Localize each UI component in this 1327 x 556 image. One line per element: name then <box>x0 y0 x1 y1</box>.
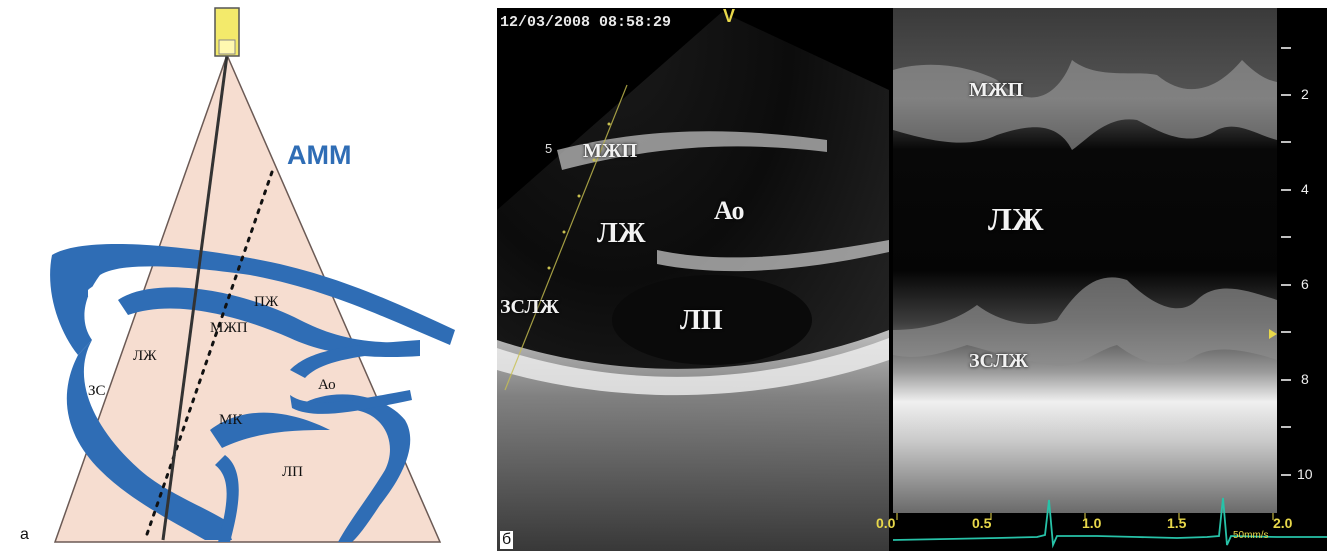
m-mode-label-mzhp: МЖП <box>969 79 1023 102</box>
panel-letter-a: а <box>20 526 29 544</box>
schematic-diagram <box>0 0 490 551</box>
depth-label-10: 10 <box>1297 466 1313 482</box>
sweep-speed: 50mm/s <box>1233 530 1269 541</box>
depth-label-4: 4 <box>1301 181 1309 197</box>
label-ao: Ао <box>318 377 336 394</box>
depth-label-2: 2 <box>1301 86 1309 102</box>
time-label-0-5: 0.5 <box>972 515 991 531</box>
depth-label-6: 6 <box>1301 276 1309 292</box>
time-label-0: 0.0 <box>876 515 895 531</box>
two-d-label-ao: Ао <box>714 196 744 226</box>
time-label-2-0: 2.0 <box>1273 515 1292 531</box>
v-marker: V <box>723 6 735 27</box>
label-mk: МК <box>219 412 242 429</box>
label-zs: ЗС <box>88 383 106 400</box>
time-label-1-5: 1.5 <box>1167 515 1186 531</box>
label-mzhp: МЖП <box>210 320 248 337</box>
label-lp: ЛП <box>282 464 303 481</box>
schematic-panel: АММ ПЖ МЖП ЛЖ ЗС Ао МК ЛП а <box>0 0 490 551</box>
panel-letter-b: б <box>500 531 513 549</box>
two-d-label-lzh: ЛЖ <box>597 218 646 250</box>
amm-label: АММ <box>287 140 351 171</box>
echo-image <box>497 0 1327 551</box>
two-d-label-lp: ЛП <box>680 305 723 337</box>
timestamp: 12/03/2008 08:58:29 <box>500 14 671 31</box>
label-lzh: ЛЖ <box>133 348 157 365</box>
transducer-lens <box>219 40 235 54</box>
m-mode-label-lzh: ЛЖ <box>988 201 1043 238</box>
two-d-label-mzhp: МЖП <box>583 140 637 163</box>
echo-panel: 12/03/2008 08:58:29 V 5 МЖП Ао ЛЖ ЗСЛЖ Л… <box>497 0 1327 551</box>
m-mode-label-zslzh: ЗСЛЖ <box>969 350 1028 373</box>
label-pzh: ПЖ <box>254 294 278 311</box>
depth-label-8: 8 <box>1301 371 1309 387</box>
sector-scale-mark: 5 <box>545 141 552 156</box>
two-d-label-zslzh: ЗСЛЖ <box>500 296 559 319</box>
depth-scale-strip <box>1277 8 1327 513</box>
time-label-1-0: 1.0 <box>1082 515 1101 531</box>
